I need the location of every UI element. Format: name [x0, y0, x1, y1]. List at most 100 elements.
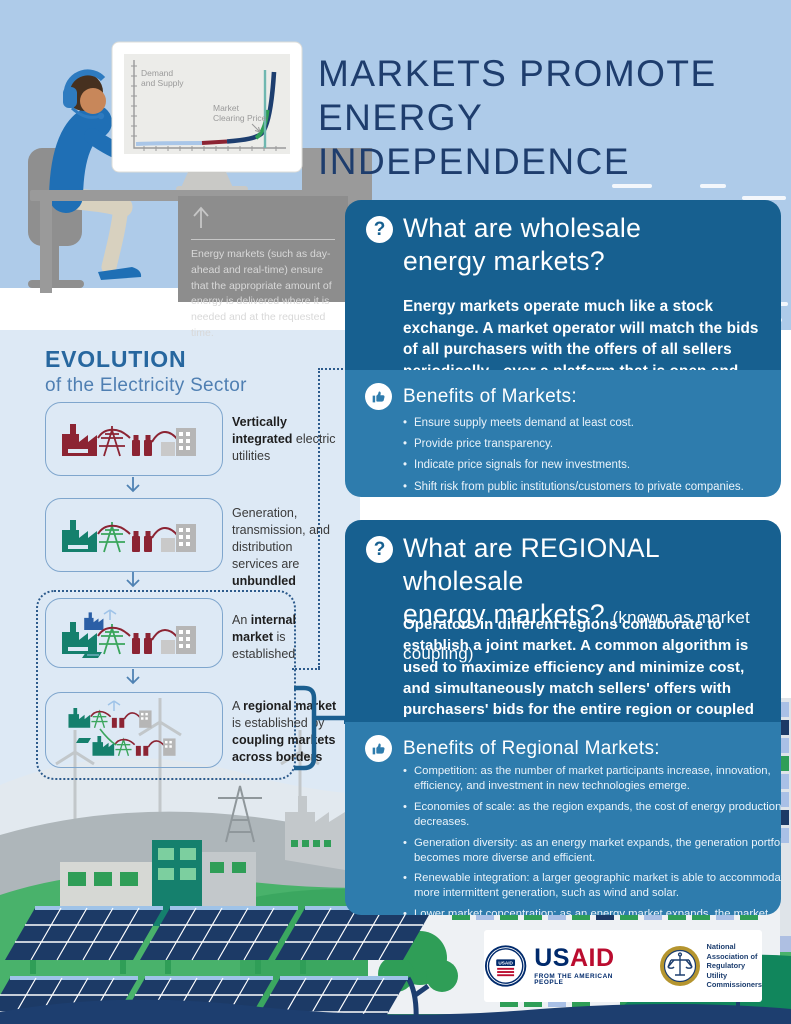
benefit-item: Provide price transparency. [403, 437, 775, 452]
dotted-connector [292, 668, 320, 670]
road-marking [742, 196, 786, 200]
step-1-label: Vertically integrated electric utilities [232, 415, 336, 463]
evolution-subtitle: of the Electricity Sector [45, 375, 247, 396]
supply-segment-mid [201, 139, 228, 145]
regional-benefits-title: Benefits of Regional Markets: [403, 738, 660, 759]
wholesale-benefits-section: Benefits of Markets: Ensure supply meets… [345, 370, 781, 497]
desk-leg [40, 201, 52, 293]
evolution-step-4 [45, 692, 223, 768]
question-icon: ? [366, 536, 393, 563]
evolution-step-3 [45, 598, 223, 668]
supply-demand-chart: Demand and Supply Market Clearing Price [131, 60, 286, 151]
headphones-band [64, 69, 106, 91]
factory-icon [62, 622, 97, 654]
solar-panel-icon [76, 738, 91, 743]
power-line [97, 428, 179, 443]
road-marking [612, 184, 652, 188]
evolution-step-2 [45, 498, 223, 572]
annotation-arrow [251, 123, 261, 133]
step-2-label: Generation, transmission, and distributi… [232, 506, 330, 588]
analyst-at-desk-illustration: Demand and Supply Market Clearing Price [28, 41, 372, 293]
evolution-title: EVOLUTION [45, 346, 187, 372]
road-marking [700, 184, 726, 188]
small-factory-icon [84, 612, 104, 630]
wholesale-benefits-title: Benefits of Markets: [403, 386, 577, 407]
solar-panel-icon [82, 652, 102, 658]
usaid-seal-icon: USAID [484, 945, 527, 987]
title-line-1: MARKETS PROMOTE [318, 53, 717, 94]
benefit-item: Renewable integration: a larger geograph… [403, 871, 781, 901]
step-4-label: A regional market is established by coup… [232, 699, 337, 764]
thumbs-up-icon [365, 735, 392, 762]
chart-label-demand: Demand [141, 68, 173, 78]
buildings-icon [161, 524, 196, 552]
dotted-connector [318, 368, 347, 370]
market-row [92, 735, 176, 757]
internal-market-icon [62, 609, 196, 658]
dotted-connector [318, 368, 320, 668]
regional-benefits-section: Benefits of Regional Markets: Competitio… [345, 722, 781, 915]
title-line-2: ENERGY INDEPENDENCE [318, 97, 630, 182]
naruc-name: National Association of Regulatory Utili… [706, 941, 762, 990]
note-underline [191, 205, 335, 240]
desk-return [302, 148, 372, 192]
monitor-screen [124, 54, 290, 154]
evolution-step-1 [45, 402, 223, 476]
up-arrow-icon [193, 206, 209, 228]
power-line [97, 524, 179, 539]
benefit-item: Lower market concentration: as an energy… [403, 907, 781, 915]
unbundled-services-icon [62, 520, 196, 553]
logo-bar: USAID USAID FROM THE AMERICAN PEOPLE [484, 930, 762, 1002]
regional-benefits-list: Competition: as the number of market par… [403, 764, 781, 915]
naruc-logo: National Association of Regulatory Utili… [659, 942, 762, 990]
benefit-item: Shift risk from public institutions/cust… [403, 480, 775, 495]
benefit-item: Economies of scale: as the region expand… [403, 800, 781, 830]
chart-label-clearing-price: Market [213, 103, 240, 113]
usaid-logo: USAID USAID FROM THE AMERICAN PEOPLE [484, 944, 643, 988]
step-3-label: An internal market is established [232, 613, 296, 661]
regional-markets-box: ? What are REGIONAL wholesale energy mar… [345, 520, 781, 915]
question-icon: ? [366, 216, 393, 243]
ground-wave [0, 999, 791, 1024]
wholesale-title: What are wholesale energy markets? [403, 213, 642, 276]
buildings-icon [161, 626, 196, 654]
internal-regional-dotted-group [36, 590, 296, 780]
wind-turbine-icon [107, 700, 121, 711]
wholesale-question-section: ? What are wholesale energy markets? Ene… [345, 200, 781, 402]
factory-icon [62, 520, 97, 552]
monitor: Demand and Supply Market Clearing Price [111, 41, 303, 192]
substation-icon [132, 531, 152, 552]
benefit-item: Competition: as the number of market par… [403, 764, 781, 794]
factory-icon [62, 424, 97, 456]
supply-segment-low [135, 141, 203, 146]
down-arrow-icon [126, 669, 140, 685]
regional-market-icon [68, 700, 176, 757]
mic-boom [70, 106, 101, 119]
benefit-item: Ensure supply meets demand at least cost… [403, 416, 775, 431]
market-row [68, 707, 152, 729]
coupling-link [99, 728, 117, 746]
svg-text:and Supply: and Supply [141, 78, 184, 88]
scales-of-justice-icon [666, 952, 693, 976]
wind-turbine-icon [103, 609, 117, 620]
svg-text:Clearing Price: Clearing Price [213, 113, 267, 123]
benefit-item: Generation diversity: as an energy marke… [403, 836, 781, 866]
buildings-icon [161, 428, 196, 456]
note-text: Energy markets (such as day-ahead and re… [191, 248, 332, 339]
vertically-integrated-icon [62, 424, 196, 457]
face [80, 88, 106, 114]
mic-tip [97, 112, 105, 120]
usaid-tagline: FROM THE AMERICAN PEOPLE [534, 972, 613, 986]
bracket-connector [294, 685, 346, 771]
energy-markets-note: Energy markets (such as day-ahead and re… [178, 196, 348, 339]
wholesale-benefits-list: Ensure supply meets demand at least cost… [403, 416, 775, 497]
naruc-seal-icon [659, 946, 700, 986]
factory-icon [285, 796, 345, 870]
regional-title-note: (known as market coupling) [403, 608, 750, 663]
benefit-item: Indicate price signals for new investmen… [403, 458, 775, 473]
substation-icon [132, 435, 152, 456]
regional-title: What are REGIONAL wholesale energy marke… [403, 533, 750, 663]
evolution-heading: EVOLUTION of the Electricity Sector [45, 346, 247, 397]
wholesale-markets-box: ? What are wholesale energy markets? Ene… [345, 200, 781, 497]
